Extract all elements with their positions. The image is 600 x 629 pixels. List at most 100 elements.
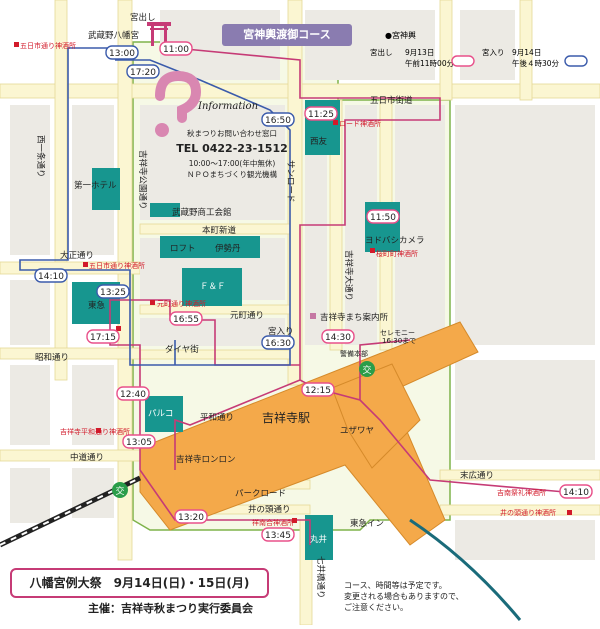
svg-text:13:00: 13:00 xyxy=(109,49,135,59)
svg-text:宮入り: 宮入り xyxy=(482,47,505,57)
route-title: 宮神輿渡御コース xyxy=(222,24,352,46)
svg-text:14:30: 14:30 xyxy=(325,333,351,343)
svg-text:16:55: 16:55 xyxy=(173,315,199,325)
svg-text:ロード神酒所: ロード神酒所 xyxy=(339,119,381,128)
svg-text:井の頭通り神酒所: 井の頭通り神酒所 xyxy=(500,508,556,517)
svg-text:東急イン: 東急イン xyxy=(350,518,384,529)
svg-text:西友: 西友 xyxy=(310,136,328,147)
organizer: 主催：吉祥寺秋まつり実行委員会 xyxy=(88,602,253,615)
time-marker-1240: 12:40 xyxy=(116,386,150,401)
info-title: Information xyxy=(198,101,259,112)
svg-text:吉祥寺公園通り: 吉祥寺公園通り xyxy=(137,150,148,210)
svg-text:11:00: 11:00 xyxy=(163,45,189,55)
time-marker-1410-pink: 14:10 xyxy=(559,484,593,499)
time-marker-1325: 13:25 xyxy=(96,284,130,299)
svg-text:吉祥寺大通り: 吉祥寺大通り xyxy=(343,250,354,301)
place-labels: 宮出し 武蔵野八幡宮 五日市通り神酒所 五日市街道 第一ホテル 武蔵野商工会館 … xyxy=(20,12,556,545)
vertical-labels: 西一条通り 吉祥寺公園通り サンロード 吉祥寺大通り 七井橋通り xyxy=(35,135,354,599)
legend-return-swatch xyxy=(564,55,588,67)
svg-text:13:25: 13:25 xyxy=(100,288,126,298)
info-description: 秋まつりお問い合わせ窓口 xyxy=(187,129,277,138)
svg-text:五日市通り神酒所: 五日市通り神酒所 xyxy=(89,261,145,270)
legend-departure-swatch xyxy=(451,55,475,67)
svg-text:12:15: 12:15 xyxy=(305,386,331,396)
legend-header: ●宮神輿 xyxy=(385,30,416,40)
time-marker-1720: 17:20 xyxy=(126,64,160,79)
svg-text:11:50: 11:50 xyxy=(370,213,396,223)
svg-text:吉祥寺平和通り神酒所: 吉祥寺平和通り神酒所 xyxy=(60,427,130,436)
blue-time-markers: 13:00 17:20 16:50 14:10 13:25 16:30 xyxy=(34,45,295,350)
svg-text:交: 交 xyxy=(362,364,371,376)
svg-text:吉祥寺まち案内所: 吉祥寺まち案内所 xyxy=(320,312,389,323)
svg-text:宮入り: 宮入り xyxy=(268,326,294,337)
svg-text:吉祥寺ロンロン: 吉祥寺ロンロン xyxy=(176,454,236,465)
svg-text:16:50: 16:50 xyxy=(265,116,291,126)
svg-text:東急: 東急 xyxy=(88,300,106,311)
svg-text:9月14日: 9月14日 xyxy=(512,48,541,57)
svg-text:13:20: 13:20 xyxy=(178,513,204,523)
svg-text:七井橋通り: 七井橋通り xyxy=(315,556,326,599)
svg-text:第一ホテル: 第一ホテル xyxy=(74,180,117,191)
svg-text:17:20: 17:20 xyxy=(130,68,156,78)
svg-text:西一条通り: 西一条通り xyxy=(35,135,46,178)
svg-text:パルコ: パルコ xyxy=(148,409,173,419)
time-marker-1320: 13:20 xyxy=(174,509,208,524)
svg-text:伊勢丹: 伊勢丹 xyxy=(215,243,241,254)
svg-text:ユザワヤ: ユザワヤ xyxy=(340,426,374,436)
svg-text:Ｆ＆Ｆ: Ｆ＆Ｆ xyxy=(200,282,226,292)
miyairi-route xyxy=(19,47,291,366)
svg-text:ロフト: ロフト xyxy=(170,244,196,254)
time-marker-1125: 11:25 xyxy=(304,106,338,121)
svg-text:14:10: 14:10 xyxy=(38,272,64,282)
station-marker-icon: 交 xyxy=(112,482,128,498)
time-marker-1345: 13:45 xyxy=(261,527,295,542)
svg-text:パークロード: パークロード xyxy=(235,489,286,499)
svg-text:元町通り神酒所: 元町通り神酒所 xyxy=(157,299,206,308)
svg-text:午前11時00分: 午前11時00分 xyxy=(405,58,455,68)
time-marker-1430: 14:30 xyxy=(321,329,355,344)
time-marker-1650: 16:50 xyxy=(261,112,295,127)
svg-text:ヨドバシカメラ: ヨドバシカメラ xyxy=(365,236,425,246)
svg-text:平和通り: 平和通り xyxy=(200,412,234,423)
info-org: ＮＰＯまちづくり観光機構 xyxy=(187,170,277,179)
svg-text:サンロード: サンロード xyxy=(285,160,295,203)
svg-text:16:30まで: 16:30まで xyxy=(382,337,416,345)
svg-text:本町新道: 本町新道 xyxy=(202,225,237,236)
svg-text:宮出し: 宮出し xyxy=(370,47,393,57)
svg-text:井の頭通り: 井の頭通り xyxy=(248,504,291,515)
svg-text:12:40: 12:40 xyxy=(120,390,146,400)
time-marker-1300: 13:00 xyxy=(105,45,139,60)
festival-dates: 八幡宮例大祭 9月14日(日)・15日(月) xyxy=(10,568,269,598)
torii-icon xyxy=(147,22,171,46)
time-marker-1410-blue: 14:10 xyxy=(34,268,68,283)
info-block: 秋まつりお問い合わせ窓口 TEL 0422-23-1512 10:00～17:0… xyxy=(172,128,292,180)
svg-text:11:25: 11:25 xyxy=(308,110,334,120)
svg-text:吉祥寺駅: 吉祥寺駅 xyxy=(262,411,310,425)
svg-text:宮出し: 宮出し xyxy=(130,12,156,23)
svg-text:武蔵野八幡宮: 武蔵野八幡宮 xyxy=(88,30,139,41)
time-marker-1305: 13:05 xyxy=(122,434,156,449)
information-icon xyxy=(155,70,202,137)
miyadashi-route xyxy=(109,47,566,545)
pink-time-markers: 11:00 11:25 11:50 12:15 12:40 13:05 13:2… xyxy=(86,41,593,542)
svg-text:交: 交 xyxy=(115,485,124,497)
svg-text:五日市街道: 五日市街道 xyxy=(370,95,413,106)
svg-text:16:30: 16:30 xyxy=(265,339,291,349)
info-tel[interactable]: TEL 0422-23-1512 xyxy=(176,142,288,155)
time-marker-1630: 16:30 xyxy=(261,335,295,350)
svg-text:中道通り: 中道通り xyxy=(70,452,104,463)
svg-text:祥南合神酒所: 祥南合神酒所 xyxy=(252,518,294,527)
svg-text:14:10: 14:10 xyxy=(563,488,589,498)
svg-text:ダイヤ街: ダイヤ街 xyxy=(165,344,199,355)
info-hours: 10:00～17:00(年中無休) xyxy=(188,159,276,168)
time-marker-1100: 11:00 xyxy=(159,41,193,56)
city-blocks xyxy=(10,10,595,560)
time-marker-1150: 11:50 xyxy=(366,209,400,224)
time-marker-1215: 12:15 xyxy=(301,382,335,397)
schedule-note: コース、時間等は予定です。 変更される場合もありますので、 ご注意ください。 xyxy=(344,581,464,612)
svg-text:セレモニー: セレモニー xyxy=(380,329,415,337)
time-marker-1715: 17:15 xyxy=(86,329,120,344)
svg-text:桜町町神酒所: 桜町町神酒所 xyxy=(376,249,418,258)
